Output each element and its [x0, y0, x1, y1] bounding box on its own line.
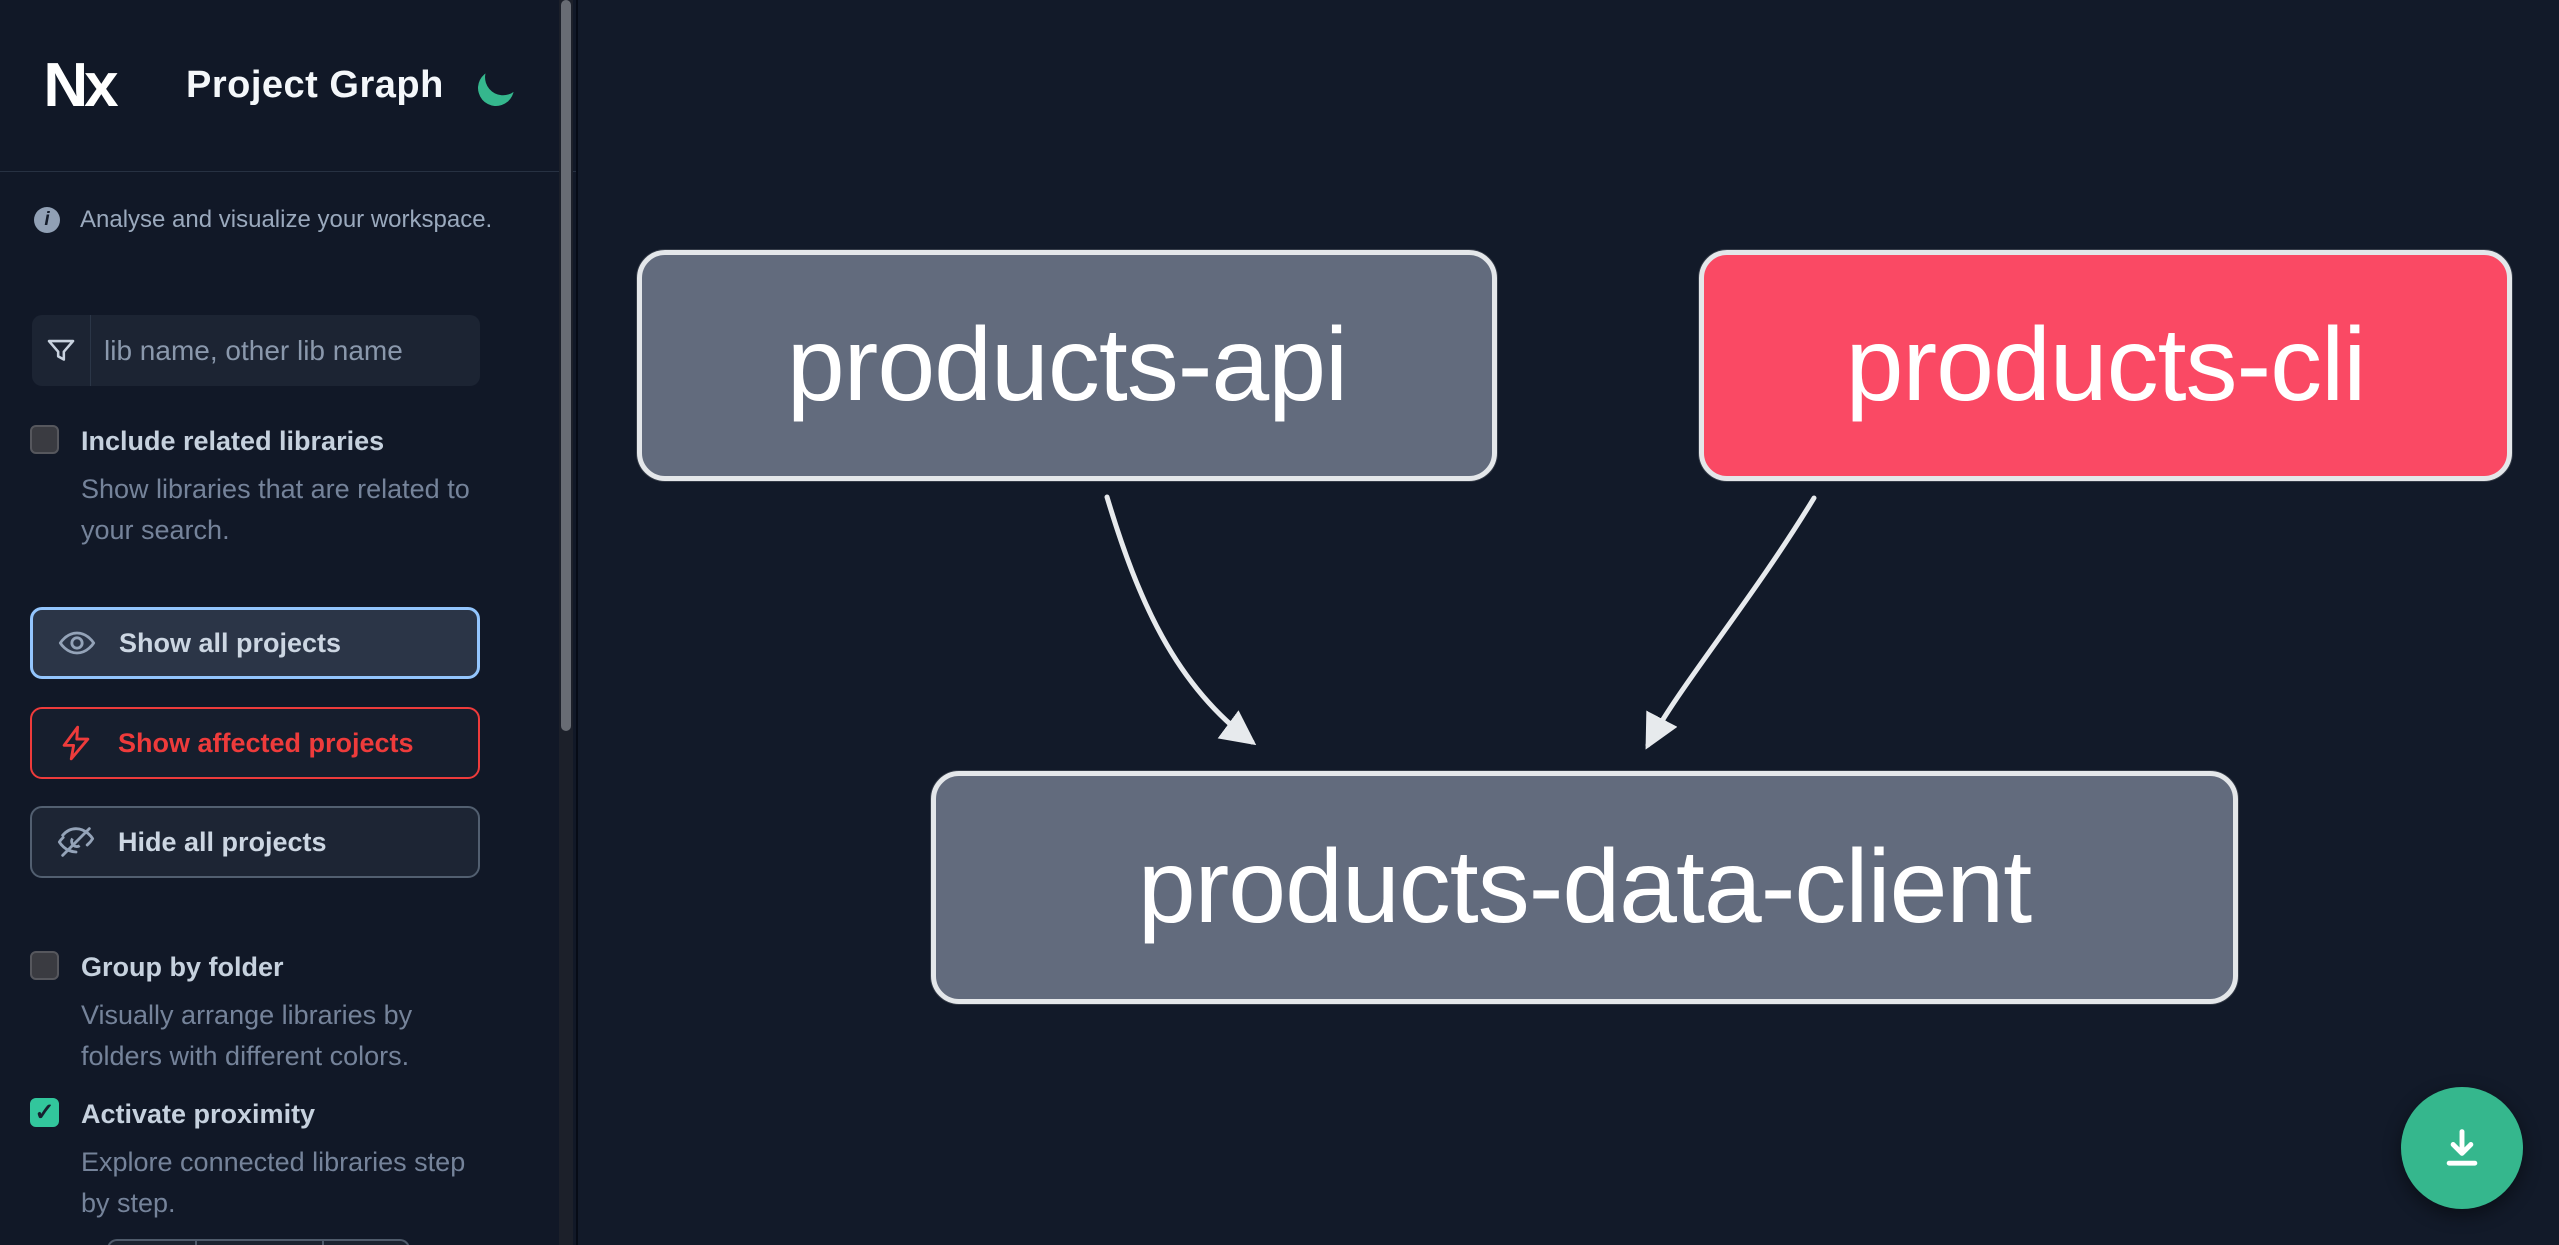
- node-products-cli[interactable]: products-cli: [1699, 250, 2512, 481]
- toggle-label[interactable]: Group by folder: [81, 952, 284, 982]
- page-title: Project Graph: [186, 64, 444, 106]
- edge-products-cli-to-products-data-client: [1645, 495, 1817, 750]
- toggle-label[interactable]: Activate proximity: [81, 1099, 316, 1129]
- show-affected-projects-button[interactable]: Show affected projects: [30, 707, 480, 779]
- toggle-label[interactable]: Include related libraries: [81, 426, 385, 456]
- toggle-activate-proximity: ✓ Activate proximity Explore connected l…: [30, 1098, 500, 1224]
- search-input[interactable]: [91, 315, 480, 386]
- group-by-folder-checkbox[interactable]: [30, 951, 59, 980]
- toggle-include-related-libraries: Include related libraries Show libraries…: [30, 425, 500, 551]
- show-all-projects-button[interactable]: Show all projects: [30, 607, 480, 679]
- scrollbar-thumb[interactable]: [561, 0, 571, 731]
- tagline-row: i Analyse and visualize your workspace.: [0, 172, 576, 234]
- activate-proximity-checkbox[interactable]: ✓: [30, 1098, 59, 1127]
- node-label: products-cli: [1845, 307, 2367, 423]
- sidebar: Nx Project Graph i Analyse and visualize…: [0, 0, 578, 1245]
- node-label: products-api: [786, 307, 1348, 423]
- bolt-icon: [56, 723, 96, 763]
- button-label: Show all projects: [119, 627, 342, 658]
- include-related-libraries-checkbox[interactable]: [30, 425, 59, 454]
- info-icon: i: [34, 207, 60, 233]
- eye-off-icon: [56, 822, 96, 862]
- button-label: Show affected projects: [118, 727, 414, 758]
- eye-icon: [57, 623, 97, 663]
- proximity-stepper[interactable]: [107, 1239, 410, 1245]
- sidebar-scrollbar[interactable]: [559, 0, 573, 1245]
- graph-canvas[interactable]: products-api products-cli products-data-…: [580, 0, 2559, 1245]
- hide-all-projects-button[interactable]: Hide all projects: [30, 806, 480, 878]
- moon-icon[interactable]: [473, 65, 518, 110]
- toggle-description: Show libraries that are related to your …: [81, 474, 470, 545]
- node-label: products-data-client: [1137, 829, 2032, 945]
- toggle-description: Explore connected libraries step by step…: [81, 1147, 466, 1218]
- button-label: Hide all projects: [118, 826, 327, 857]
- dependency-edges: [1104, 494, 1817, 750]
- tagline-text: Analyse and visualize your workspace.: [80, 206, 493, 233]
- node-products-api[interactable]: products-api: [637, 250, 1497, 481]
- stepper-value: [195, 1241, 322, 1245]
- search-box: [32, 315, 480, 386]
- nx-logo-icon: Nx: [43, 51, 118, 120]
- filter-funnel-icon: [32, 315, 91, 386]
- edge-products-api-to-products-data-client: [1104, 494, 1257, 746]
- toggle-group-by-folder: Group by folder Visually arrange librari…: [30, 951, 500, 1077]
- download-icon: [2434, 1120, 2490, 1176]
- stepper-decrement[interactable]: [109, 1241, 195, 1245]
- download-button[interactable]: [2401, 1087, 2523, 1209]
- sidebar-header: Nx Project Graph: [0, 0, 576, 172]
- stepper-increment[interactable]: [322, 1241, 408, 1245]
- toggle-description: Visually arrange libraries by folders wi…: [81, 1000, 413, 1071]
- node-products-data-client[interactable]: products-data-client: [931, 771, 2238, 1004]
